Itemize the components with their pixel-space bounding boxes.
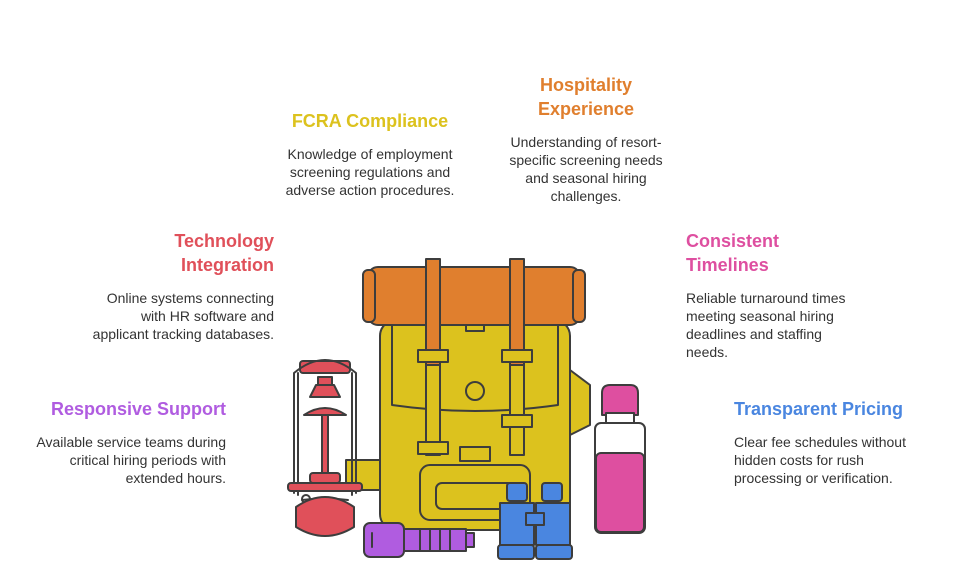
- item-transparent-pricing: Transparent Pricing Clear fee schedules …: [734, 397, 929, 487]
- item-consistent-timelines: Consistent Timelines Reliable turnaround…: [686, 229, 866, 361]
- item-description: Knowledge of employment screening regula…: [285, 146, 455, 198]
- item-title: Hospitality Experience: [537, 75, 635, 119]
- item-title: FCRA Compliance: [291, 111, 449, 131]
- item-title: Responsive Support: [50, 399, 226, 419]
- water-bottle-icon: [594, 384, 646, 534]
- item-description: Clear fee schedules without hidden costs…: [734, 434, 906, 486]
- item-description: Available service teams during critical …: [36, 434, 226, 486]
- backpack-side-pocket-icon: [569, 369, 591, 436]
- item-title: Consistent Timelines: [686, 231, 780, 275]
- item-hospitality-experience: Hospitality Experience Understanding of …: [496, 73, 676, 205]
- backpack-icon: [362, 258, 586, 531]
- item-description: Understanding of resort-specific screeni…: [509, 134, 663, 204]
- binoculars-icon: [497, 482, 573, 560]
- item-technology-integration: Technology Integration Online systems co…: [84, 229, 274, 343]
- item-description: Reliable turnaround times meeting season…: [686, 290, 846, 360]
- item-responsive-support: Responsive Support Available service tea…: [30, 397, 226, 487]
- item-title: Technology Integration: [174, 231, 274, 275]
- item-description: Online systems connecting with HR softwa…: [92, 290, 274, 342]
- backpack-illustration: [287, 258, 646, 560]
- item-fcra-compliance: FCRA Compliance Knowledge of employment …: [270, 109, 470, 199]
- flashlight-icon: [363, 522, 475, 558]
- lantern-icon: [287, 359, 363, 537]
- item-title: Transparent Pricing: [734, 399, 904, 419]
